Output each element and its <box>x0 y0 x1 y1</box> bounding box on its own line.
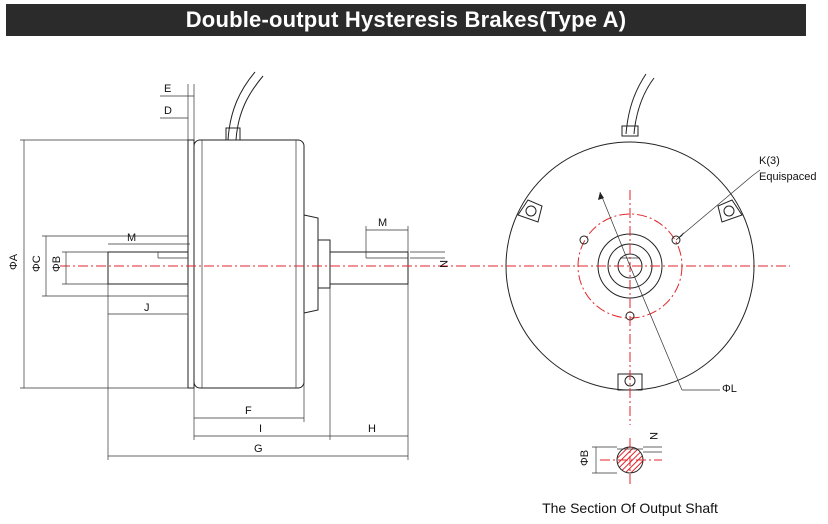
section-label-N: N <box>647 432 659 440</box>
bolt-hole <box>671 235 681 245</box>
label-H: H <box>368 423 376 435</box>
cable <box>227 71 256 141</box>
front-view: K(3) Equispaced ΦL <box>470 73 817 425</box>
mounting-lug-left <box>517 199 543 223</box>
left-shaft <box>107 251 189 285</box>
bolt-hole <box>579 235 589 245</box>
title-bar: Double-output Hysteresis Brakes(Type A) <box>6 4 806 36</box>
label-phiL: ΦL <box>722 383 737 395</box>
label-K: K(3) <box>759 155 780 167</box>
label-G: G <box>254 443 263 455</box>
flange <box>187 139 195 389</box>
label-phiA: ΦA <box>8 253 20 270</box>
label-J: J <box>144 302 150 314</box>
label-equispaced: Equispaced <box>759 171 817 183</box>
section-caption: The Section Of Output Shaft <box>542 500 718 516</box>
label-M-left: M <box>127 232 136 244</box>
mounting-lug-right <box>717 199 743 223</box>
section-label-phiB: ΦB <box>579 450 591 466</box>
label-E: E <box>164 83 171 95</box>
shaft-section: ΦB N <box>579 432 662 485</box>
label-phiC: ΦC <box>31 255 43 272</box>
label-I: I <box>259 423 262 435</box>
label-F: F <box>245 405 252 417</box>
label-phiB: ΦB <box>51 256 63 272</box>
label-M-right: M <box>378 217 387 229</box>
side-view: E D ΦA ΦC ΦB M M N J F I H G <box>8 71 466 460</box>
label-N: N <box>437 260 449 268</box>
motor-body <box>193 139 305 389</box>
right-shaft <box>329 251 409 285</box>
diagram-title: Double-output Hysteresis Brakes(Type A) <box>185 7 627 32</box>
label-D: D <box>164 105 172 117</box>
